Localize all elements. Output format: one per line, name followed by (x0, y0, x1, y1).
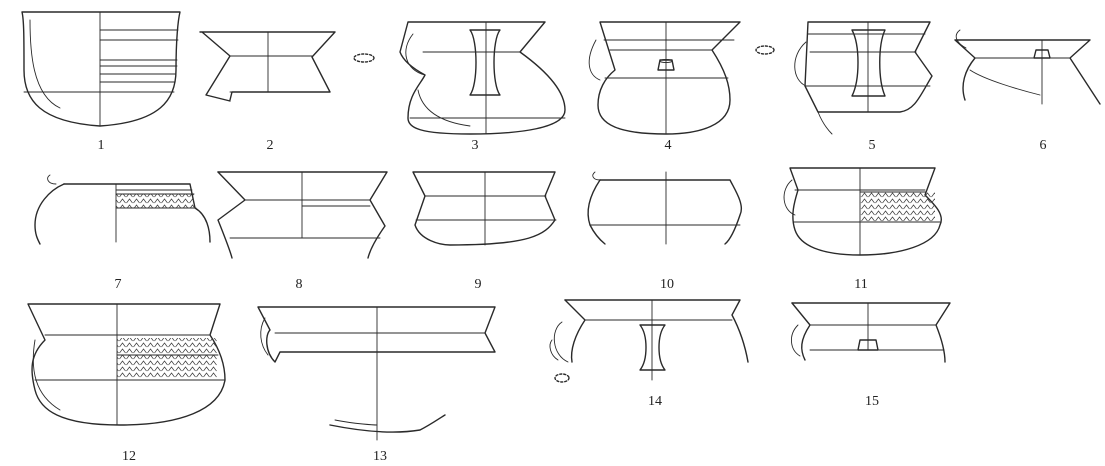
figure-number-6: 6 (1040, 138, 1047, 153)
vessel-11 (783, 167, 942, 256)
vessel-7 (34, 174, 211, 245)
figure-number-10: 10 (660, 277, 674, 292)
vessel-14 (549, 299, 749, 381)
figure-number-15: 15 (865, 394, 879, 409)
vessel-3 (399, 21, 566, 135)
vessel-2 (199, 31, 336, 102)
vessel-1 (21, 11, 181, 127)
figure-number-7: 7 (115, 277, 122, 292)
figure-number-9: 9 (475, 277, 482, 292)
figure-number-3: 3 (472, 138, 479, 153)
vessel-12 (27, 303, 226, 426)
figure-number-13: 13 (373, 449, 387, 464)
handle-section-14 (554, 373, 570, 383)
vessel-13 (257, 306, 496, 441)
figure-number-11: 11 (854, 277, 867, 292)
vessel-4 (588, 21, 741, 135)
figure-number-5: 5 (869, 138, 876, 153)
vessel-15 (791, 302, 951, 363)
vessel-8 (217, 171, 388, 259)
figure-number-4: 4 (665, 138, 672, 153)
figure-number-2: 2 (267, 138, 274, 153)
handle-section-2 (353, 53, 375, 63)
vessel-10 (587, 171, 742, 245)
figure-number-14: 14 (648, 394, 662, 409)
figure-number-12: 12 (122, 449, 136, 464)
vessel-6 (954, 29, 1101, 105)
vessel-5 (794, 21, 933, 135)
figure-number-8: 8 (296, 277, 303, 292)
figure-number-1: 1 (98, 138, 105, 153)
handle-section-4 (755, 45, 775, 55)
vessel-9 (412, 171, 557, 246)
